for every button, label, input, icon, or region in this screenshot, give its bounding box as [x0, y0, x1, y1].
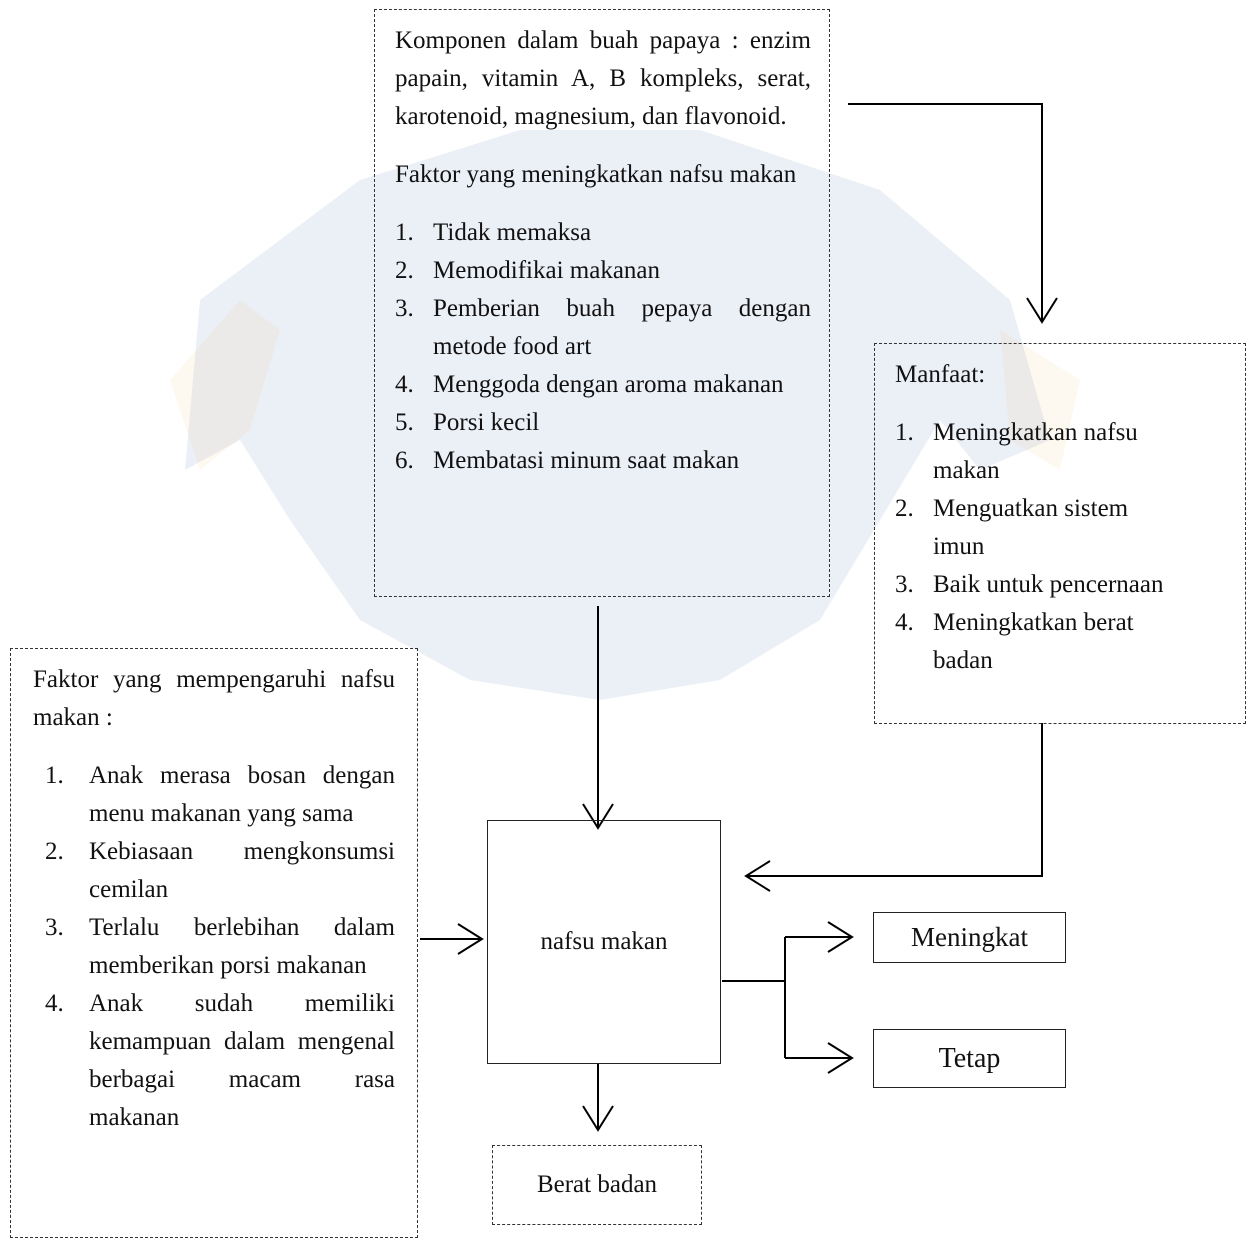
list-item: 2. Menguatkan sistem imun: [895, 490, 1231, 566]
list-number: 2.: [395, 257, 414, 284]
connector-komponen-to-manfaat: [848, 103, 1043, 320]
list-label: Kebiasaan mengkonsumsi cemilan: [89, 838, 395, 903]
meningkat-box: Meningkat: [873, 912, 1066, 963]
list-item: 6. Membatasi minum saat makan: [395, 442, 811, 480]
list-label: Menguatkan sistem imun: [933, 495, 1129, 560]
meningkat-label: Meningkat: [911, 922, 1028, 952]
list-label: Anak merasa bosan dengan menu makanan ya…: [89, 762, 395, 827]
list-item: 2. Memodifikai makanan: [395, 252, 811, 290]
arrowhead-to-tetap: [827, 1042, 854, 1074]
list-number: 3.: [395, 295, 414, 322]
list-number: 4.: [895, 609, 914, 636]
berat-badan-label: Berat badan: [536, 1171, 658, 1198]
nafsu-makan-label: nafsu makan: [540, 928, 668, 955]
faktor-meningkatkan-title: Faktor yang meningkatkan nafsu makan: [395, 161, 797, 188]
arrowhead-to-berat: [582, 1105, 614, 1132]
manfaat-list: 1. Meningkatkan nafsu makan 2. Menguatka…: [895, 414, 1231, 680]
tetap-box: Tetap: [873, 1029, 1066, 1088]
manfaat-title: Manfaat:: [895, 361, 986, 388]
list-number: 3.: [895, 571, 914, 598]
list-label: Menggoda dengan aroma makanan: [433, 371, 784, 398]
list-number: 5.: [395, 409, 414, 436]
list-label: Anak sudah memiliki kemampuan dalam meng…: [89, 990, 395, 1131]
list-item: 2. Kebiasaan mengkonsumsi cemilan: [33, 833, 395, 909]
list-label: Meningkatkan berat badan: [933, 609, 1134, 674]
list-number: 2.: [895, 495, 914, 522]
arrowhead-to-manfaat: [1026, 297, 1058, 324]
list-number: 1.: [395, 219, 414, 246]
list-label: Porsi kecil: [433, 409, 540, 436]
arrowhead-to-center-right: [744, 860, 771, 892]
arrowhead-to-center-left: [457, 923, 484, 955]
arrowhead-to-center-top: [582, 803, 614, 830]
list-number: 1.: [895, 419, 914, 446]
list-item: 1. Tidak memaksa: [395, 214, 811, 252]
list-number: 1.: [45, 762, 64, 789]
list-item: 4. Meningkatkan berat badan: [895, 604, 1231, 680]
list-item: 4. Menggoda dengan aroma makanan: [395, 366, 811, 404]
pengaruh-title: Faktor yang mempengaruhi nafsu makan :: [33, 666, 395, 731]
list-item: 3. Baik untuk pencernaan: [895, 566, 1231, 604]
list-number: 4.: [395, 371, 414, 398]
list-item: 3. Pemberian buah pepaya dengan metode f…: [395, 290, 811, 366]
list-label: Pemberian buah pepaya dengan metode food…: [433, 295, 811, 360]
list-item: 3. Terlalu berlebihan dalam memberikan p…: [33, 909, 395, 985]
list-number: 3.: [45, 914, 64, 941]
list-label: Memodifikai makanan: [433, 257, 661, 284]
tetap-label: Tetap: [938, 1042, 1001, 1074]
faktor-meningkatkan-list: 1. Tidak memaksa 2. Memodifikai makanan …: [395, 214, 811, 480]
list-number: 4.: [45, 990, 64, 1017]
pengaruh-list: 1. Anak merasa bosan dengan menu makanan…: [33, 757, 395, 1137]
arrowhead-to-meningkat: [827, 921, 854, 953]
list-item: 1. Meningkatkan nafsu makan: [895, 414, 1231, 490]
list-label: Terlalu berlebihan dalam memberikan pors…: [89, 914, 395, 979]
list-item: 1. Anak merasa bosan dengan menu makanan…: [33, 757, 395, 833]
list-number: 6.: [395, 447, 414, 474]
berat-badan-box: Berat badan: [492, 1145, 702, 1225]
list-item: 4. Anak sudah memiliki kemampuan dalam m…: [33, 985, 395, 1137]
komponen-box: Komponen dalam buah papaya : enzim papai…: [374, 9, 830, 597]
list-label: Meningkatkan nafsu makan: [933, 419, 1138, 484]
manfaat-box: Manfaat: 1. Meningkatkan nafsu makan 2. …: [874, 343, 1246, 724]
connector-manfaat-to-center: [748, 723, 1043, 877]
list-label: Tidak memaksa: [433, 219, 592, 246]
pengaruh-box: Faktor yang mempengaruhi nafsu makan : 1…: [10, 648, 418, 1238]
connector-branch: [722, 937, 786, 1058]
list-number: 2.: [45, 838, 64, 865]
list-label: Membatasi minum saat makan: [433, 447, 740, 474]
nafsu-makan-box: nafsu makan: [487, 820, 721, 1064]
list-label: Baik untuk pencernaan: [933, 571, 1164, 598]
komponen-text: Komponen dalam buah papaya : enzim papai…: [395, 27, 811, 130]
list-item: 5. Porsi kecil: [395, 404, 811, 442]
